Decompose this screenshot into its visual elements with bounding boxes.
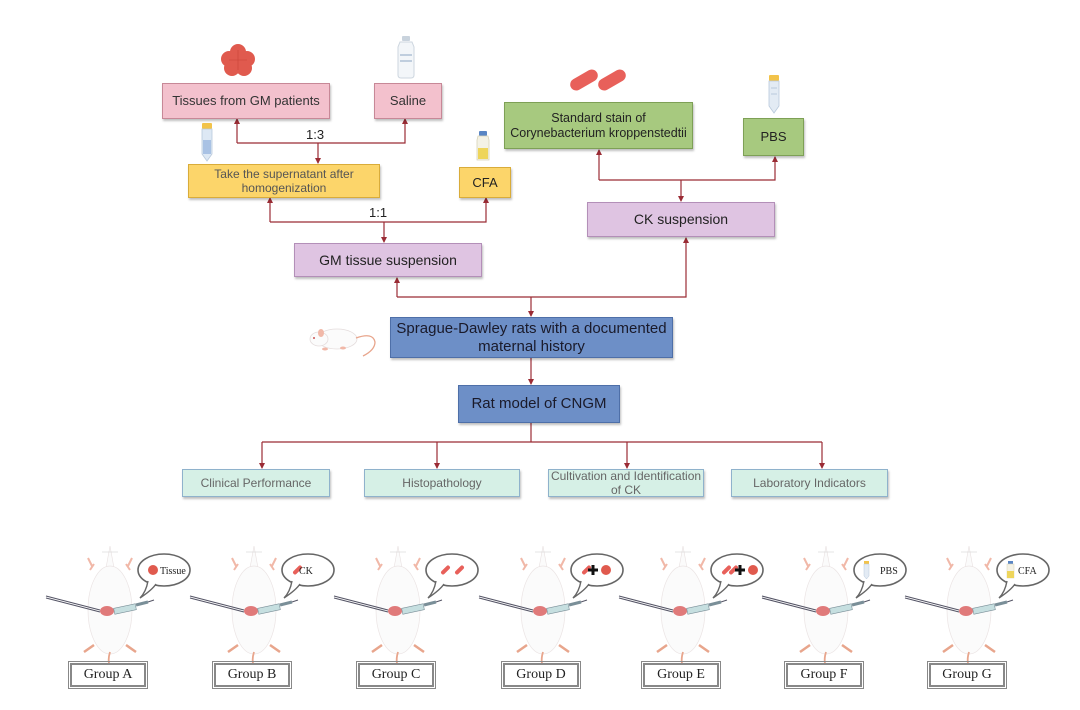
- group-rat-illustration: [618, 545, 764, 675]
- bacterium-icon: [722, 565, 731, 575]
- sd-rats-box: Sprague-Dawley rats with a documented ma…: [390, 317, 673, 358]
- pbs-tube-icon: [768, 75, 780, 114]
- connector-pbs: [599, 156, 778, 181]
- connector-ck-suspension: [397, 237, 689, 298]
- ratio-1-3-label: 1:3: [306, 127, 325, 142]
- group-rat-illustration: [478, 545, 624, 675]
- injection-label: CK: [299, 566, 314, 577]
- incision-site-icon: [244, 606, 258, 616]
- group-label: Group F: [784, 661, 864, 689]
- centrifuge-tube-icon: [201, 123, 213, 162]
- syringe-icon: [257, 599, 299, 615]
- pbs-box: PBS: [743, 118, 804, 156]
- speech-bubble: [425, 553, 479, 599]
- syringe-icon: [972, 599, 1014, 615]
- speech-bubble: [137, 553, 191, 599]
- tissue-icon: [221, 44, 255, 76]
- bacterium-icon: [441, 565, 450, 575]
- forceps-icon: [618, 595, 674, 613]
- syringe-icon: [829, 599, 871, 615]
- supernatant-box: Take the supernatant after homogenizatio…: [188, 164, 380, 198]
- tissue-icon: [601, 565, 611, 575]
- bacterium-icon: [570, 69, 626, 91]
- outcome-cultivation-identification: Cultivation and Identification of CK: [548, 469, 704, 497]
- saline-box: Saline: [374, 83, 442, 119]
- forceps-icon: [189, 595, 245, 613]
- group-rat-illustration: PBS: [761, 545, 907, 675]
- group-label: Group C: [356, 661, 436, 689]
- tube-icon: [863, 561, 870, 580]
- group-label: Group A: [68, 661, 148, 689]
- bacterium-icon: [293, 565, 302, 575]
- tissue-icon: [148, 565, 158, 575]
- injection-label: Tissue: [160, 566, 186, 577]
- rat-icon: [309, 328, 376, 357]
- saline-bottle-icon: [397, 36, 415, 79]
- speech-bubble: [710, 553, 764, 599]
- outcome-histopathology: Histopathology: [364, 469, 520, 497]
- incision-site-icon: [533, 606, 547, 616]
- group-rat-illustration: CK: [189, 545, 335, 675]
- group-rat-illustration: Tissue: [45, 545, 191, 675]
- plus-icon: [735, 565, 745, 575]
- syringe-icon: [401, 599, 443, 615]
- injection-label: CFA: [1018, 566, 1037, 577]
- forceps-icon: [904, 595, 960, 613]
- plus-icon: [588, 565, 598, 575]
- forceps-icon: [761, 595, 817, 613]
- ck-suspension-box: CK suspension: [587, 202, 775, 237]
- group-label: Group E: [641, 661, 721, 689]
- group-rat-illustration: CFA: [904, 545, 1050, 675]
- forceps-icon: [333, 595, 389, 613]
- incision-site-icon: [959, 606, 973, 616]
- cfa-box: CFA: [459, 167, 511, 198]
- bacterium-icon: [455, 565, 464, 575]
- outcome-clinical-performance: Clinical Performance: [182, 469, 330, 497]
- cfa-vial-icon: [476, 131, 490, 161]
- syringe-icon: [686, 599, 728, 615]
- connector-cfa: [270, 197, 489, 223]
- group-rat-illustration: [333, 545, 479, 675]
- vial-icon: [1006, 561, 1015, 579]
- gm-tissue-suspension-box: GM tissue suspension: [294, 243, 482, 277]
- syringe-icon: [546, 599, 588, 615]
- group-label: Group B: [212, 661, 292, 689]
- speech-bubble: [570, 553, 624, 599]
- tissue-icon: [748, 565, 758, 575]
- tissues-from-gm-patients-box: Tissues from GM patients: [162, 83, 330, 119]
- group-label: Group G: [927, 661, 1007, 689]
- incision-site-icon: [388, 606, 402, 616]
- group-label: Group D: [501, 661, 581, 689]
- injection-label: PBS: [880, 566, 898, 577]
- rat-model-box: Rat model of CNGM: [458, 385, 620, 423]
- speech-bubble: [281, 553, 335, 599]
- bacterium-icon: [729, 565, 738, 575]
- forceps-icon: [478, 595, 534, 613]
- incision-site-icon: [673, 606, 687, 616]
- outcome-laboratory-indicators: Laboratory Indicators: [731, 469, 888, 497]
- bacterium-icon: [582, 565, 591, 575]
- standard-stain-box: Standard stain of Corynebacterium kroppe…: [504, 102, 693, 149]
- incision-site-icon: [100, 606, 114, 616]
- forceps-icon: [45, 595, 101, 613]
- syringe-icon: [113, 599, 155, 615]
- incision-site-icon: [816, 606, 830, 616]
- connector-saline: [237, 118, 408, 144]
- ratio-1-1-label: 1:1: [369, 205, 388, 220]
